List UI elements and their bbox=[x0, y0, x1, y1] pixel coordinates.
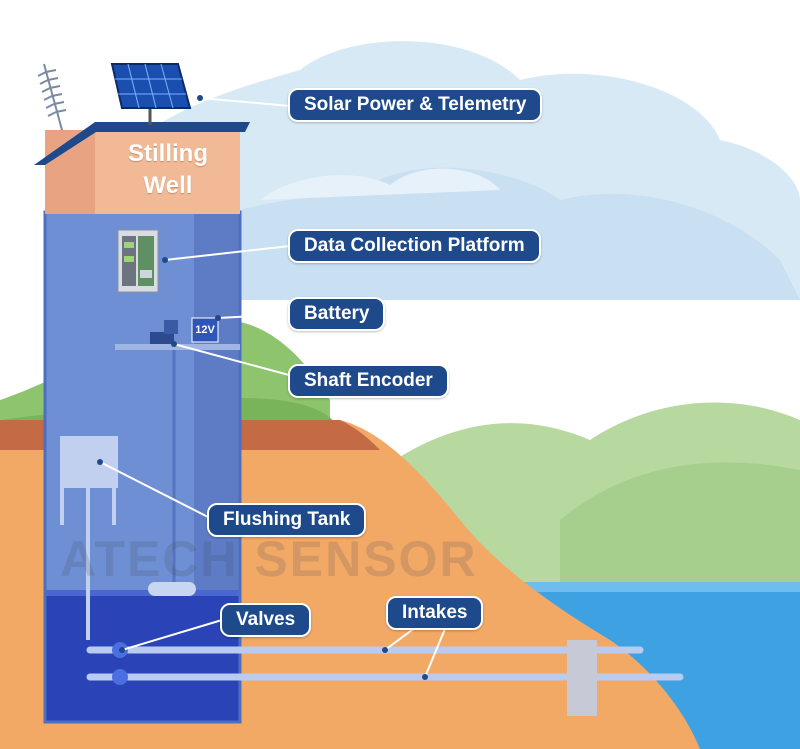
battery-voltage: 12V bbox=[195, 324, 215, 336]
watermark: ATECH SENSOR bbox=[60, 531, 478, 587]
shaft-encoder bbox=[115, 320, 240, 350]
callout-battery: Battery bbox=[288, 297, 386, 331]
leader-lines bbox=[99, 97, 448, 678]
data-logger-icon bbox=[117, 229, 159, 293]
well-title-line1: Stilling bbox=[128, 140, 208, 167]
solar-panel-icon bbox=[110, 63, 192, 125]
flushing-tank bbox=[60, 436, 118, 640]
well-house bbox=[34, 122, 250, 214]
battery-icon bbox=[191, 317, 219, 343]
antenna-icon bbox=[37, 63, 67, 131]
callout-solar: Solar Power & Telemetry bbox=[288, 88, 543, 122]
well-title-line2: Well bbox=[143, 172, 193, 199]
valve-icon bbox=[112, 669, 128, 685]
callout-intakes: Intakes bbox=[386, 596, 484, 630]
callout-data-collection-platform: Data Collection Platform bbox=[288, 229, 541, 263]
well-title: Stilling Well bbox=[96, 138, 240, 202]
float-icon bbox=[148, 582, 196, 596]
callout-flushing-tank: Flushing Tank bbox=[207, 503, 367, 537]
callout-shaft-encoder: Shaft Encoder bbox=[288, 364, 449, 398]
callout-valves: Valves bbox=[220, 603, 312, 637]
intake-post bbox=[567, 640, 597, 716]
